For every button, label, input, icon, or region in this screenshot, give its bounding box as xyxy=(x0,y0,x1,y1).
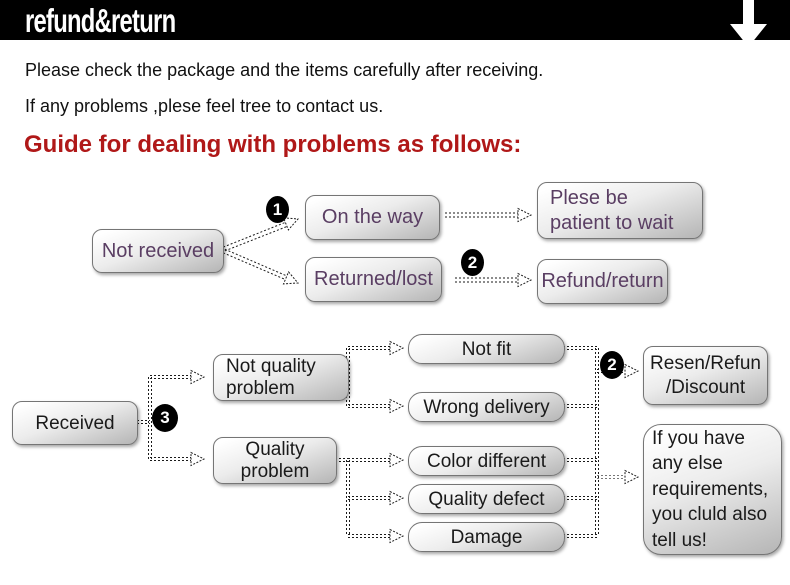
down-arrow-icon xyxy=(730,0,768,48)
intro-line-2: If any problems ,plese feel tree to cont… xyxy=(25,96,384,116)
node-received: Received xyxy=(12,401,138,445)
quality-line-1: Quality xyxy=(245,438,305,460)
badge-step-3: 3 xyxy=(152,404,178,432)
node-damage: Damage xyxy=(408,522,565,552)
note-line-2: any else xyxy=(652,453,723,475)
node-please-wait: Plese be patient to wait xyxy=(537,182,703,239)
resen-line-2: /Discount xyxy=(665,376,746,398)
please-wait-line-1: Plese be xyxy=(550,186,628,209)
guide-heading: Guide for dealing with problems as follo… xyxy=(24,131,522,158)
node-not-received: Not received xyxy=(92,229,224,273)
node-resend-refund-discount: Resen/Refun /Discount xyxy=(643,346,768,405)
node-returned-lost: Returned/lost xyxy=(305,257,442,302)
banner: refund&return xyxy=(0,0,790,40)
node-quality-defect: Quality defect xyxy=(408,484,565,514)
node-not-fit: Not fit xyxy=(408,334,565,364)
badge-step-2: 2 xyxy=(461,249,484,276)
not-quality-line-1: Not quality xyxy=(226,355,316,377)
node-quality-problem: Quality problem xyxy=(213,437,337,484)
node-wrong-delivery: Wrong delivery xyxy=(408,392,565,422)
banner-title: refund&return xyxy=(25,2,176,39)
intro-line-1: Please check the package and the items c… xyxy=(25,60,544,80)
note-line-1: If you have xyxy=(652,427,745,449)
badge-step-1: 1 xyxy=(266,196,289,223)
node-color-different: Color different xyxy=(408,446,565,476)
badge-step-2b: 2 xyxy=(600,351,624,379)
note-line-3: requirements, xyxy=(652,478,769,500)
note-line-5: tell us! xyxy=(652,529,707,551)
node-on-the-way: On the way xyxy=(305,195,440,240)
note-line-4: you cluld also xyxy=(652,504,768,526)
node-other-requirements-note: If you have any else requirements, you c… xyxy=(643,424,782,555)
quality-line-2: problem xyxy=(240,460,310,482)
node-refund-return: Refund/return xyxy=(537,259,668,304)
node-not-quality-problem: Not quality problem xyxy=(213,354,349,401)
resen-line-1: Resen/Refun xyxy=(650,352,761,374)
not-quality-line-2: problem xyxy=(226,377,295,399)
please-wait-line-2: patient to wait xyxy=(550,211,674,234)
